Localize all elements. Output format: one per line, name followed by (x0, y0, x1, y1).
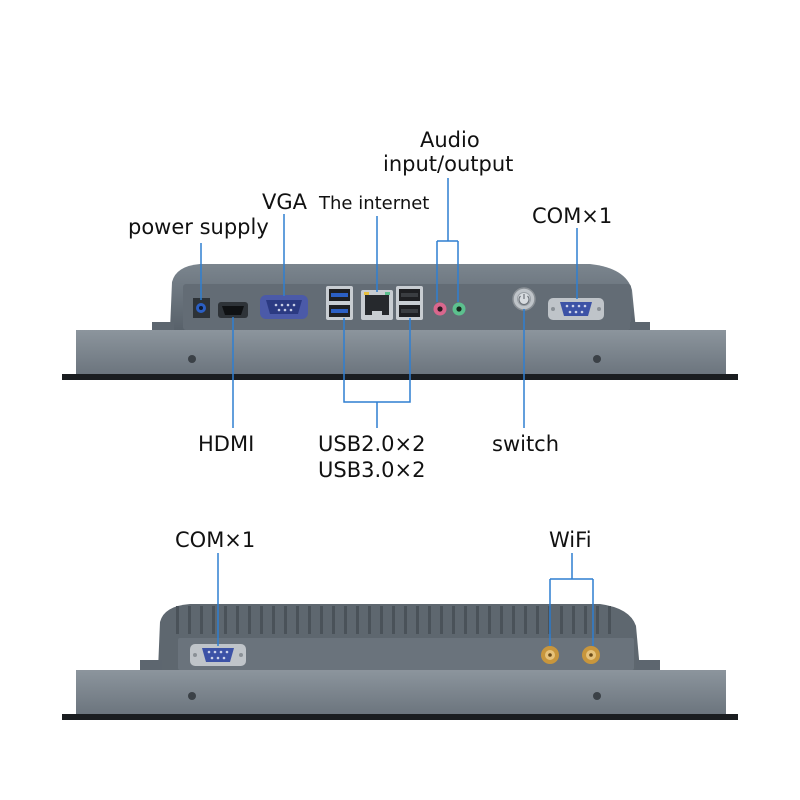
vga-label: VGA (262, 190, 308, 214)
switch-label: switch (492, 432, 560, 456)
com-label-bottom: COM×1 (175, 528, 256, 552)
usb-label-line2: USB3.0×2 (318, 458, 426, 482)
wifi-antenna-connector-1 (541, 646, 559, 664)
audio-label-line2: input/output (383, 152, 514, 176)
wifi-label: WiFi (549, 528, 592, 552)
bottom-screen-glass (62, 714, 738, 720)
com-port-top (548, 298, 604, 320)
usb3-port-stack (326, 286, 353, 320)
wifi-leader (549, 553, 594, 646)
audio-label-line1: Audio (420, 128, 480, 152)
com-port-bottom (190, 644, 246, 666)
bottom-io-plate (178, 638, 634, 670)
bottom-screw-right (593, 692, 601, 700)
bottom-screw-left (188, 692, 196, 700)
audio-jack-pink (433, 302, 447, 316)
audio-leader (436, 178, 459, 302)
top-leader-lines (200, 178, 578, 428)
com-label-top: COM×1 (532, 204, 613, 228)
power-supply-label: power supply (128, 215, 269, 239)
wifi-antenna-connector-2 (582, 646, 600, 664)
hdmi-label: HDMI (198, 432, 255, 456)
top-screw-right (593, 355, 601, 363)
bottom-leader-lines (217, 553, 594, 646)
bottom-left-tab (140, 660, 162, 672)
usb2-port-stack (396, 286, 423, 320)
power-switch-button (512, 287, 536, 311)
hdmi-port (218, 302, 248, 318)
ethernet-port (361, 290, 393, 320)
top-device (62, 264, 738, 380)
heatsink-fins (176, 606, 611, 634)
vga-port (260, 295, 308, 319)
bottom-front-bezel (76, 670, 726, 714)
top-screen-glass (62, 374, 738, 380)
top-front-bezel (76, 330, 726, 374)
power-jack-port (193, 298, 210, 318)
usb-leader (343, 318, 411, 428)
bottom-right-tab (636, 660, 660, 672)
bottom-device (62, 604, 738, 720)
usb-label-line1: USB2.0×2 (318, 432, 426, 456)
top-screw-left (188, 355, 196, 363)
audio-jack-green (452, 302, 466, 316)
internet-label: The internet (319, 193, 430, 214)
